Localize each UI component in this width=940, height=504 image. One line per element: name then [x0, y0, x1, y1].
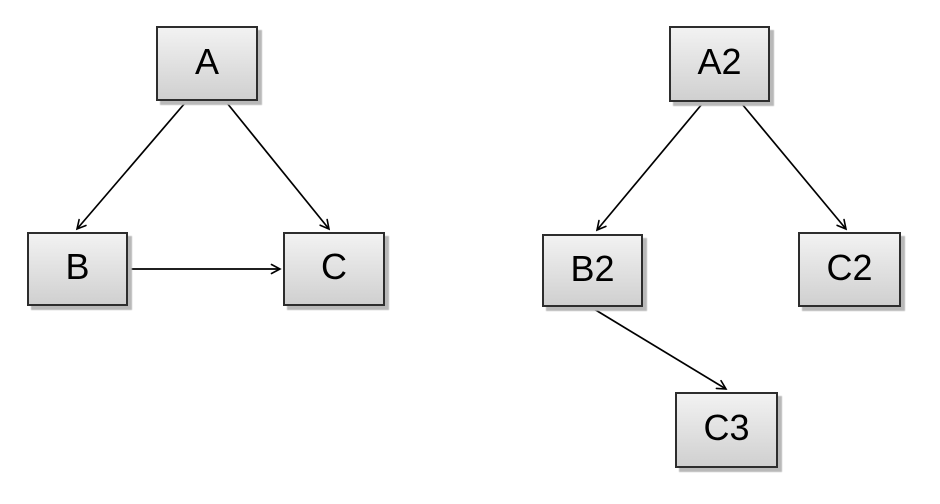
node-C: C: [283, 232, 385, 306]
edge-A-to-C: [226, 102, 331, 231]
node-B: B: [27, 232, 128, 306]
node-B2: B2: [542, 234, 643, 307]
edge-A2-to-C2: [741, 103, 848, 231]
node-label-A: A: [194, 40, 219, 82]
node-label-C2: C2: [826, 246, 873, 288]
node-label-C3: C3: [703, 407, 750, 448]
node-A2: A2: [669, 26, 770, 102]
node-label-C: C: [321, 246, 347, 287]
edge-B2-to-C3: [593, 308, 728, 390]
node-C2: C2: [798, 232, 901, 307]
node-label-A2: A2: [697, 41, 742, 82]
edge-A2-to-B2: [595, 103, 703, 232]
node-label-B: B: [65, 246, 90, 287]
node-label-B2: B2: [570, 247, 615, 289]
node-C3: C3: [675, 392, 778, 468]
node-A: A: [156, 26, 258, 101]
edge-A-to-B: [75, 102, 186, 231]
